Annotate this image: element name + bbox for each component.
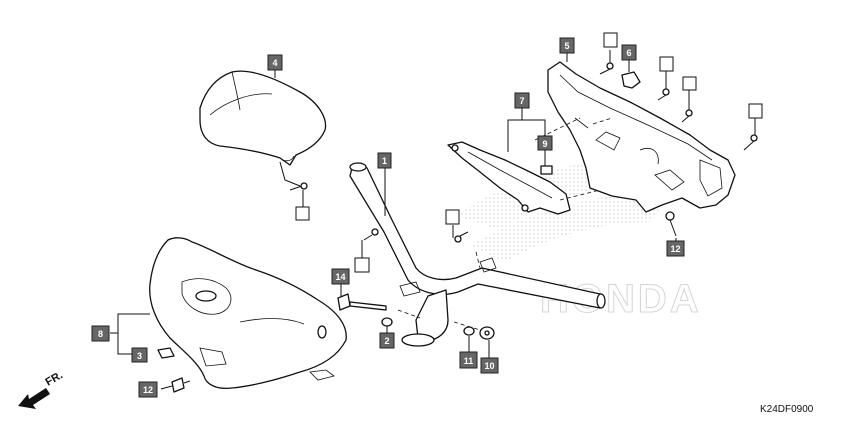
callout-9: 9 (537, 135, 553, 151)
callout-12-right-label: 12 (670, 244, 680, 254)
leader-lines (110, 50, 756, 390)
callout-1-label: 1 (382, 156, 387, 166)
callout-11-label: 11 (464, 356, 474, 366)
pad-3 (157, 347, 175, 359)
collar-2 (381, 317, 393, 327)
callout-9-label: 9 (542, 139, 547, 149)
diagram-code: K24DF0900 (760, 404, 814, 415)
screw-center (454, 231, 469, 243)
callout-5-label: 5 (564, 41, 569, 51)
callout-10-label: 10 (484, 361, 494, 371)
screw-center-left (363, 228, 379, 241)
callout-4: 4 (267, 54, 283, 71)
callout-8: 8 (91, 325, 110, 342)
callout-14: 14 (331, 268, 350, 285)
pad-9 (540, 165, 553, 175)
callout-6: 6 (621, 44, 637, 61)
screw-4 (289, 182, 308, 191)
bolt-12-right (665, 211, 677, 237)
callout-5: 5 (559, 37, 575, 54)
bolt-12-left (171, 377, 191, 393)
callout-11: 11 (459, 351, 478, 369)
callout-12-left: 12 (138, 381, 158, 398)
callout-2: 2 (379, 332, 395, 349)
callout-7: 7 (514, 92, 530, 109)
callout-6-label: 6 (626, 48, 631, 58)
rear-cover-part (547, 61, 736, 213)
nut-10 (479, 326, 495, 340)
callout-empty-box (295, 206, 310, 221)
front-direction-arrow: FR. (18, 369, 65, 409)
handlebar-part (349, 162, 606, 309)
callout-2-label: 2 (384, 336, 389, 346)
bolt-14 (337, 293, 387, 311)
callout-7-label: 7 (519, 96, 524, 106)
upper-cover-part (199, 70, 327, 166)
front-label: FR. (44, 369, 65, 388)
callout-12-left-label: 12 (143, 385, 153, 395)
callout-3: 3 (131, 347, 148, 363)
callout-3-label: 3 (137, 351, 142, 361)
callout-1: 1 (377, 152, 392, 169)
callout-4-label: 4 (272, 58, 277, 68)
callout-8-label: 8 (98, 329, 103, 339)
empty-ref-boxes (354, 32, 763, 273)
inner-cover-part (447, 141, 571, 215)
callout-14-label: 14 (335, 272, 345, 282)
clip-6 (621, 71, 641, 89)
callout-12-right: 12 (666, 240, 685, 257)
front-cover-part (149, 237, 347, 390)
washer-11 (463, 326, 475, 336)
callout-10: 10 (480, 357, 499, 374)
handlebar-post (401, 289, 449, 347)
